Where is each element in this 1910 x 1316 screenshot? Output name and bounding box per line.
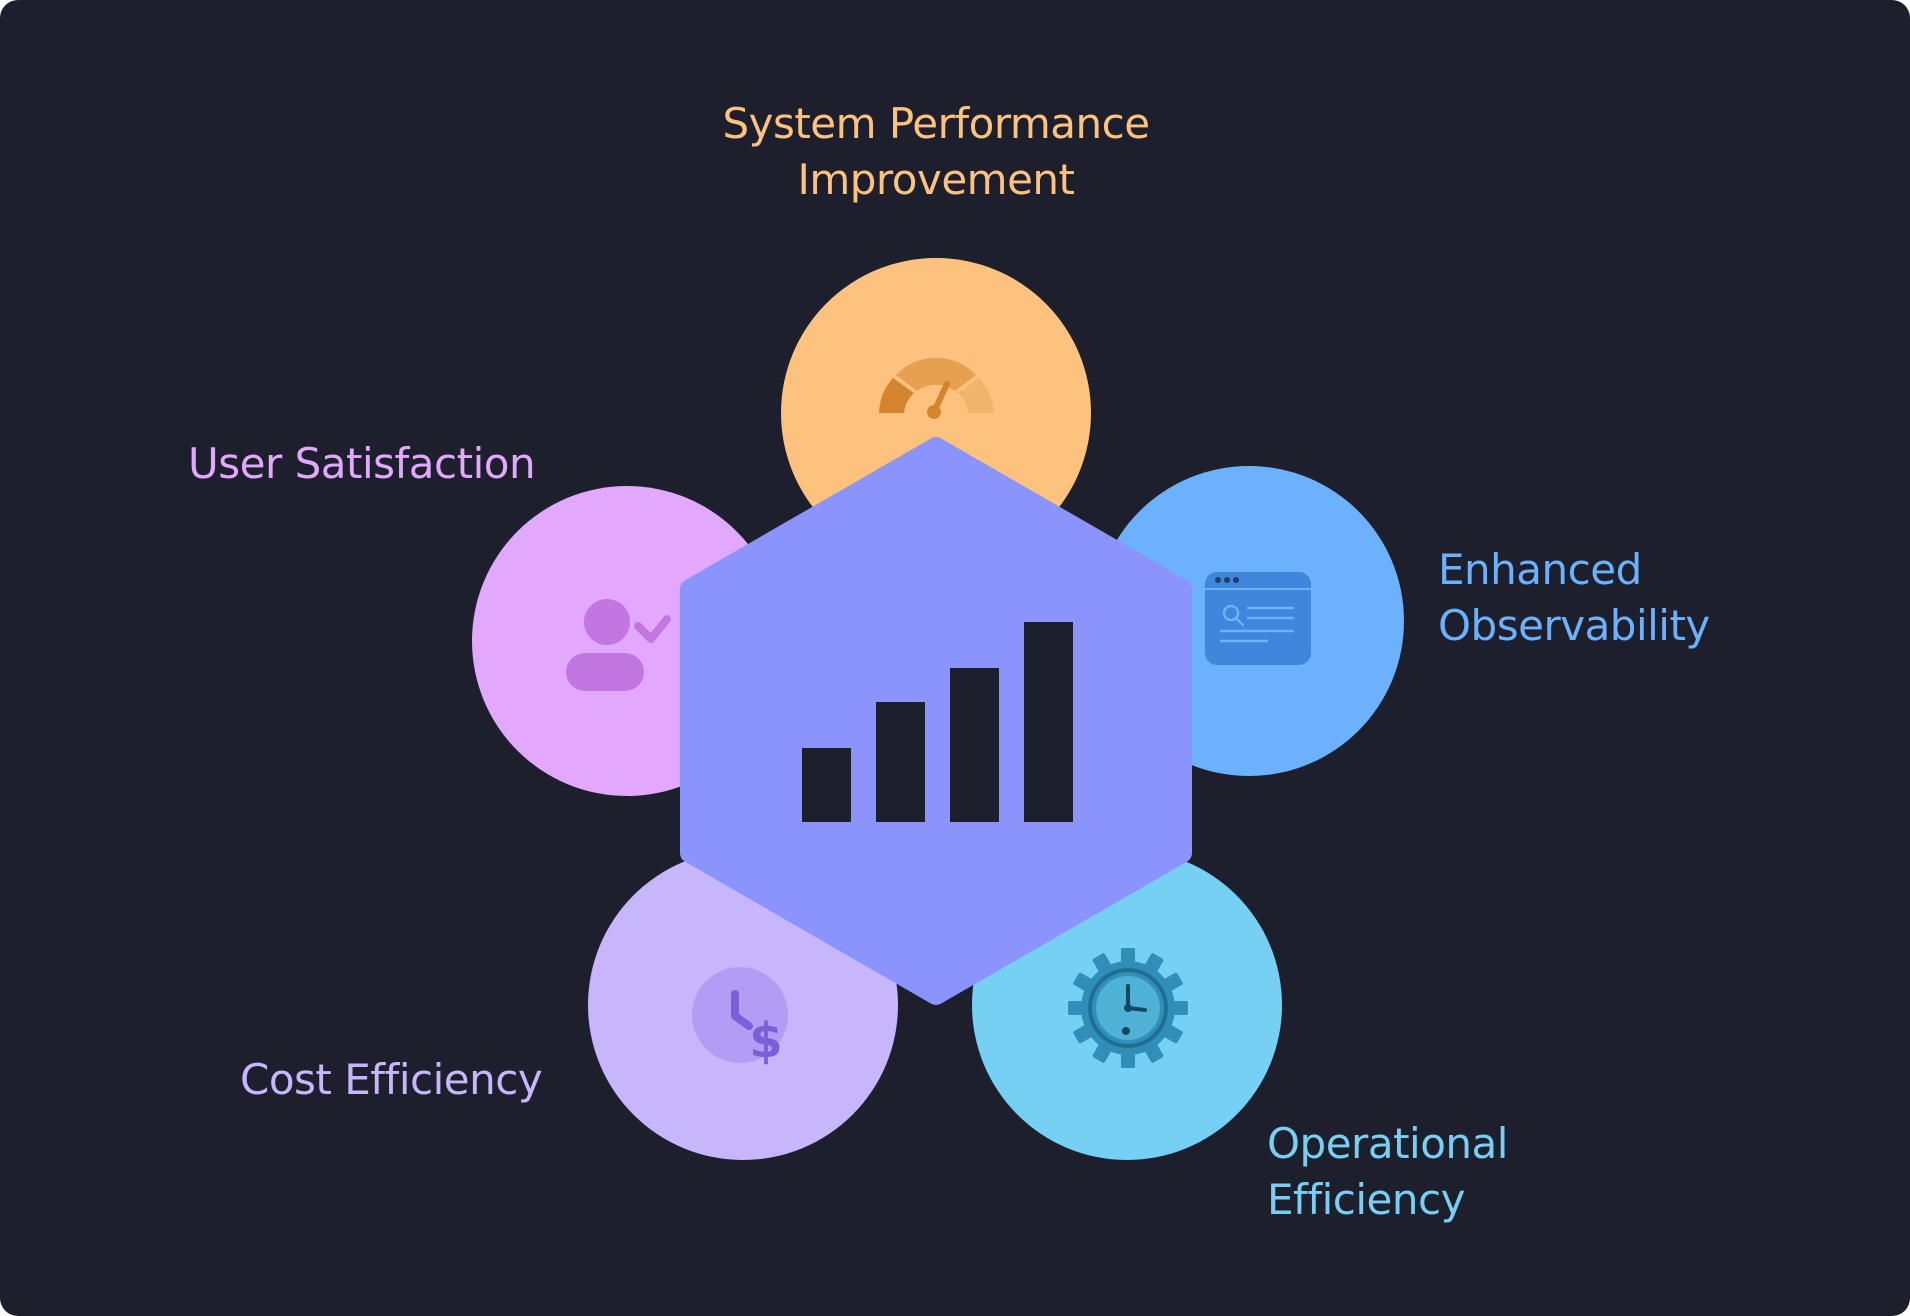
system-performance-label-line-2: Improvement — [797, 155, 1075, 204]
svg-text:$: $ — [749, 1013, 782, 1069]
center-bar-2 — [876, 702, 925, 822]
user-satisfaction-label-line-1: User Satisfaction — [188, 439, 536, 488]
system-performance-label: System Performance Improvement — [722, 96, 1150, 208]
bar-chart-icon — [802, 622, 1073, 822]
user-satisfaction-label: User Satisfaction — [188, 436, 536, 492]
speedometer-icon — [879, 357, 994, 419]
observability-label-line-1: Enhanced — [1438, 545, 1642, 594]
cost-efficiency-label-line-1: Cost Efficiency — [240, 1055, 543, 1104]
browser-search-icon — [1205, 572, 1311, 665]
operational-efficiency-label-line-1: Operational — [1267, 1119, 1508, 1168]
center-bar-4 — [1024, 622, 1073, 822]
clock-dollar-icon: $ — [692, 967, 788, 1069]
operational-efficiency-label-line-2: Efficiency — [1267, 1175, 1465, 1224]
cost-efficiency-label: Cost Efficiency — [240, 1052, 543, 1108]
center-bar-1 — [802, 748, 851, 822]
observability-label: Enhanced Observability — [1438, 542, 1710, 654]
operational-efficiency-label: Operational Efficiency — [1267, 1116, 1508, 1228]
center-hexagon — [680, 437, 1192, 1005]
user-check-icon — [566, 599, 671, 691]
gear-clock-icon — [1068, 948, 1188, 1068]
system-performance-label-line-1: System Performance — [722, 99, 1150, 148]
observability-label-line-2: Observability — [1438, 601, 1710, 650]
center-bar-3 — [950, 668, 999, 822]
